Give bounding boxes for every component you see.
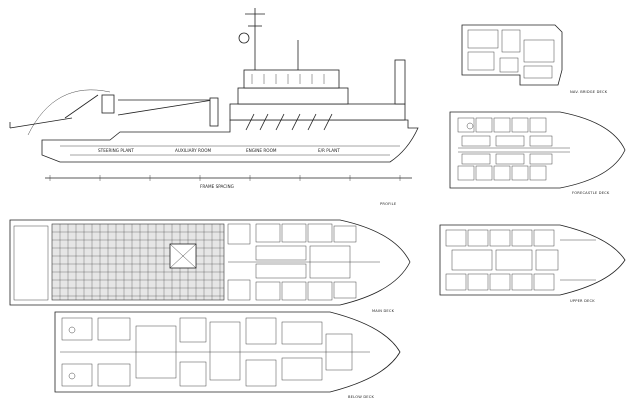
deckhouse-mid (237, 87, 349, 105)
main-deck-title: MAIN DECK (372, 309, 395, 313)
upper-deck-title: UPPER DECK (570, 299, 595, 303)
profile-title: PROFILE (380, 202, 397, 206)
frame-spacing-label: FRAME SPACING (200, 184, 234, 189)
a-frame-arc (27, 89, 111, 136)
profile-plant-label-2: AUXILIARY ROOM (175, 148, 211, 153)
cargo-deck-grid (51, 223, 225, 301)
forecastle-title: FORECASTLE DECK (572, 191, 610, 195)
nav-bridge-title: NAV. BRIDGE DECK (570, 90, 608, 94)
below-deck-view: BELOW DECK (54, 311, 401, 399)
crane-boom-mid (117, 99, 214, 116)
upper-deck-view: UPPER DECK (439, 224, 626, 303)
radar-dome (238, 32, 250, 44)
main-deck-view: MAIN DECK (9, 219, 411, 313)
profile-view: FRAME SPACING STEERING PLANT AUXILIARY R… (9, 8, 419, 206)
wheelhouse (243, 69, 340, 89)
forward-mast (394, 59, 406, 105)
profile-plant-label-1: STEERING PLANT (98, 148, 134, 153)
forecastle-view: FORECASTLE DECK (449, 111, 626, 195)
profile-hull (41, 119, 419, 163)
profile-plant-label-4: E/R PLANT (318, 148, 340, 153)
crane-boom-aft (64, 94, 99, 119)
profile-plant-label-3: ENGINE ROOM (246, 148, 277, 153)
below-deck-title: BELOW DECK (348, 395, 374, 399)
deckhouse-lower (229, 103, 406, 121)
main-deck-accommodation (227, 223, 380, 301)
nav-bridge-view: NAV. BRIDGE DECK (461, 24, 608, 94)
